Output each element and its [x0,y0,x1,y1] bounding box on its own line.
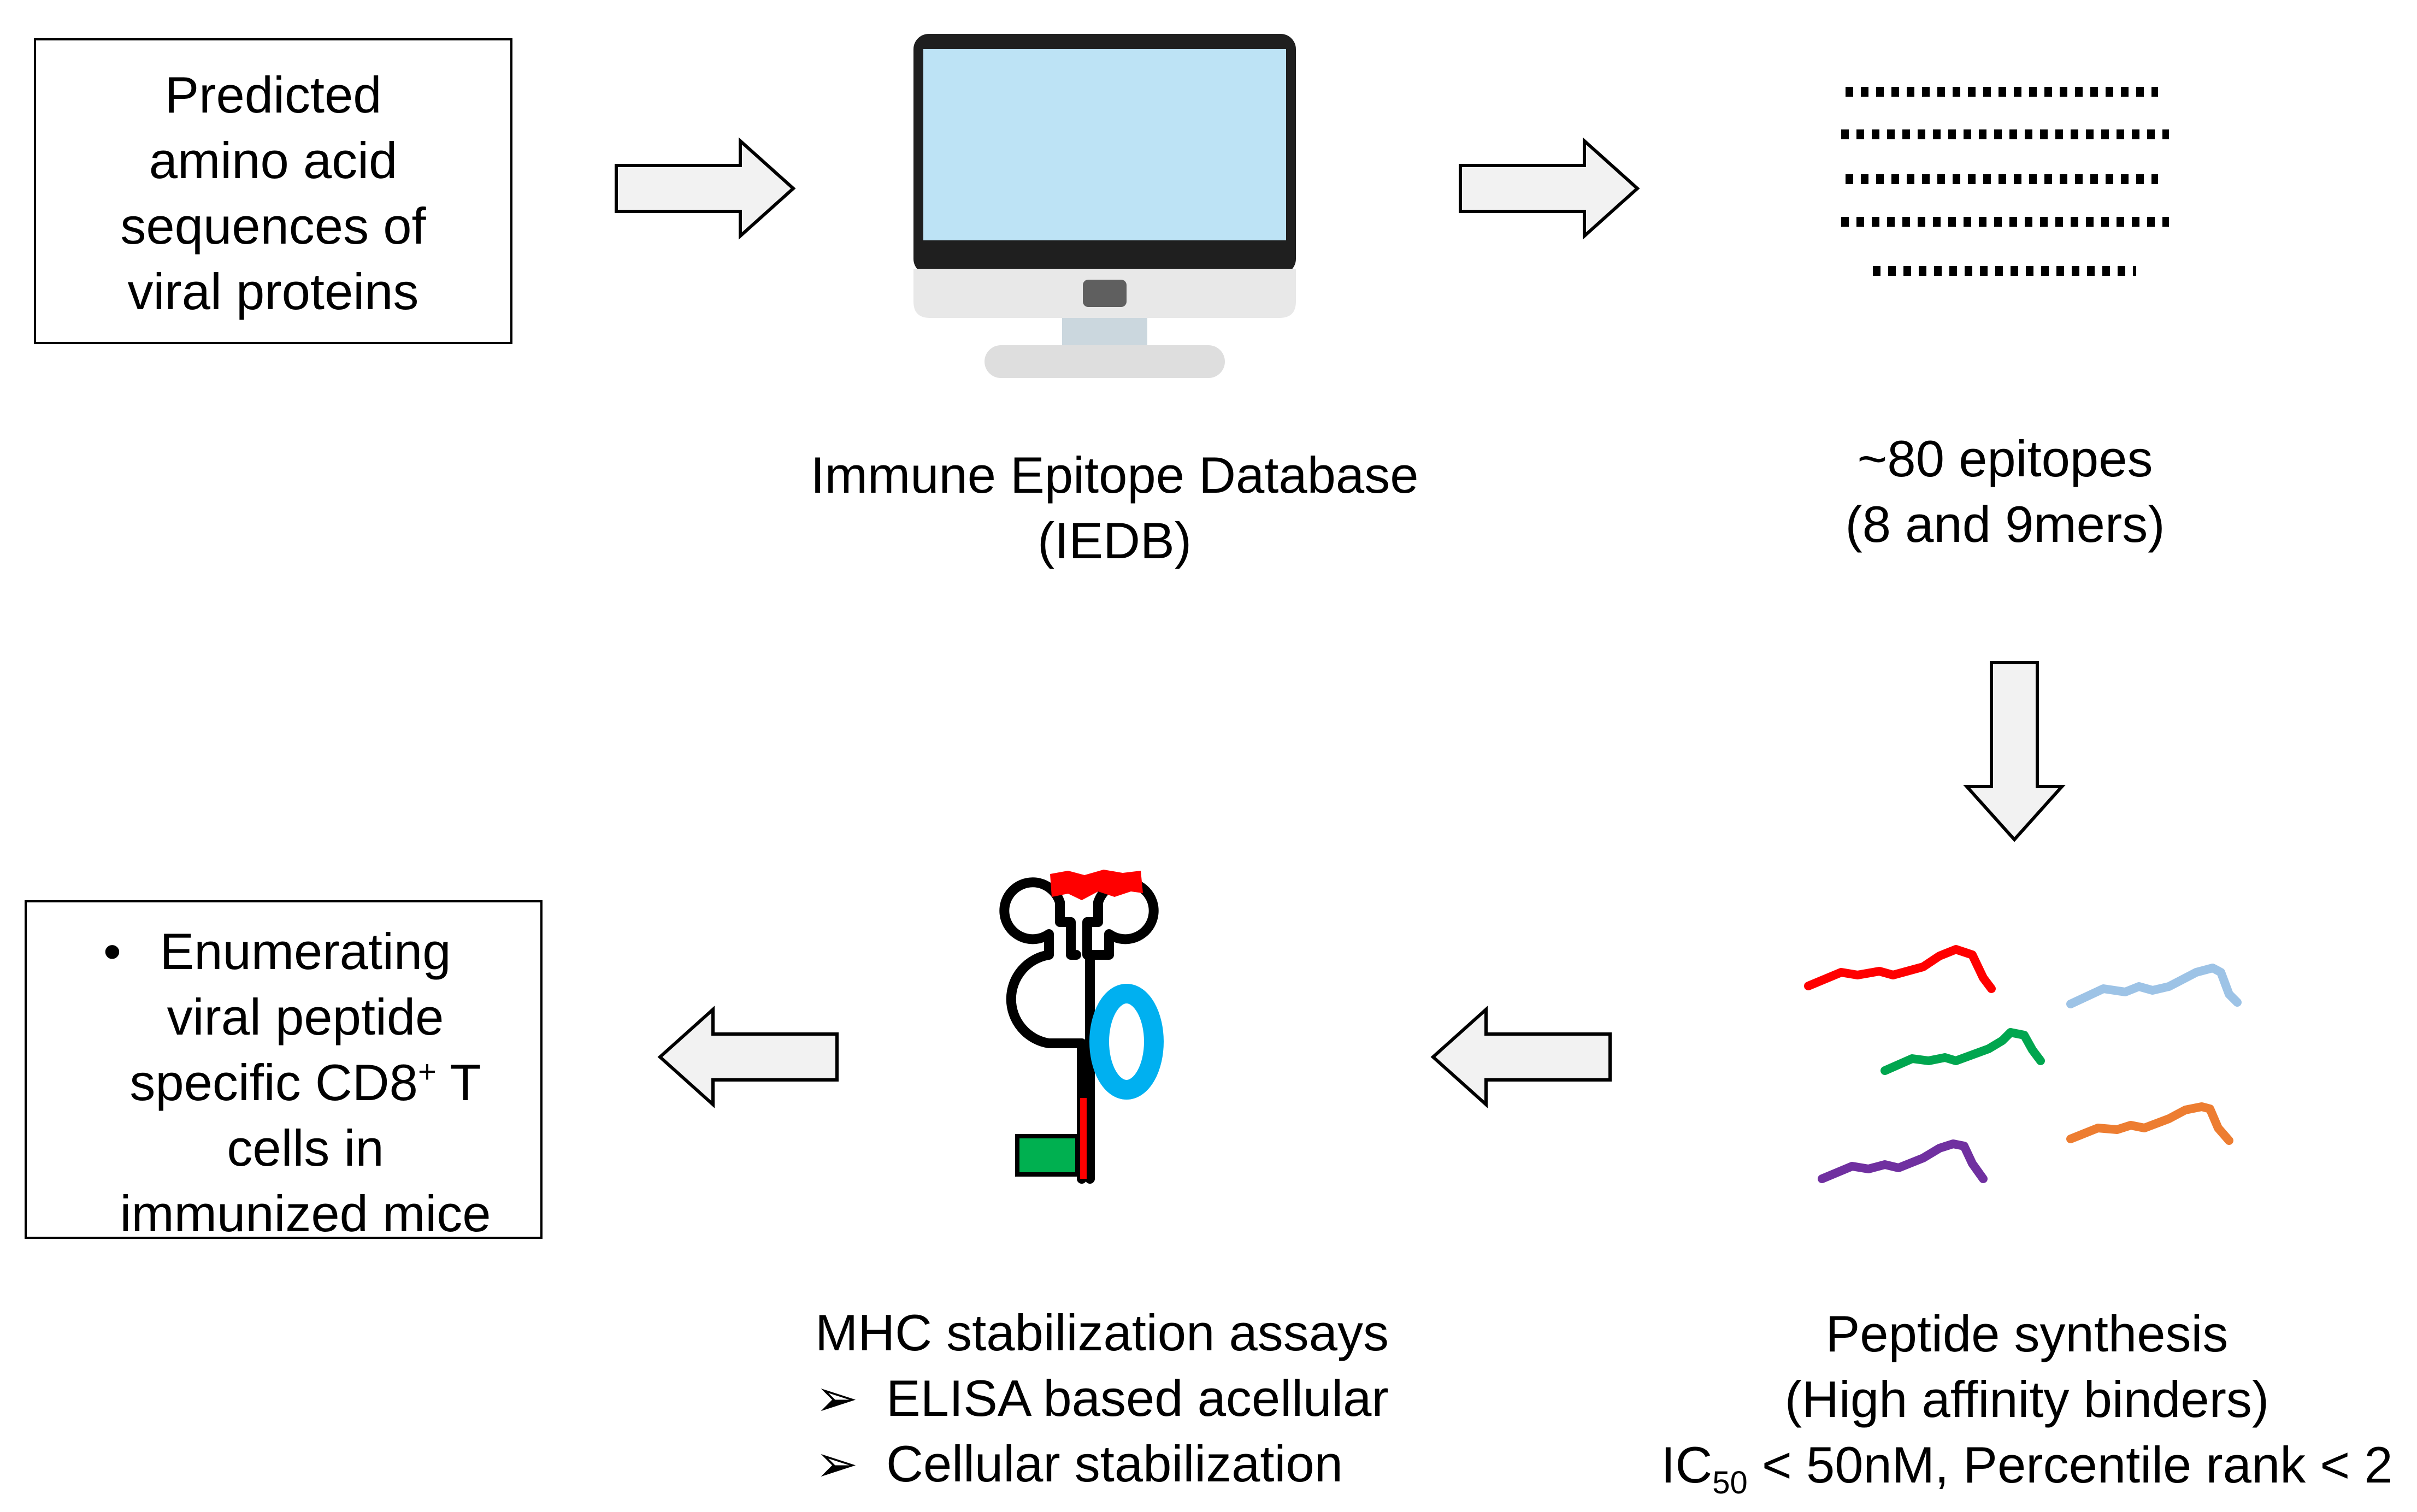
dotted-sequence-lines-icon [1841,87,2169,276]
mhc-molecule-icon [999,870,1164,1184]
mhc-peptide [1050,870,1143,900]
beta2m-ring [1089,984,1164,1100]
cd8-superscript: + [417,1054,437,1090]
peptide-chain-orange [2066,1102,2233,1145]
mhc-item-1-text: ELISA based acellular [886,1369,1389,1427]
input-line-4: viral proteins [127,263,419,320]
mhc-item-1: ➢ ELISA based acellular [815,1366,1389,1431]
output-bullet-icon: • [103,923,121,980]
iedb-label-2: (IEDB) [1037,512,1192,569]
output-line-3: specific CD8+ T [109,1050,502,1115]
epitopes-label-2: (8 and 9mers) [1845,495,2165,553]
mhc-item-2: ➢ Cellular stabilization [815,1431,1389,1497]
arrow-right-2 [1459,137,1640,240]
iedb-label-1: Immune Epitope Database [810,446,1419,504]
arrow-down [1963,661,2066,842]
computer-monitor-icon [913,34,1296,378]
mhc-title: MHC stabilization assays [815,1304,1389,1361]
arrow-bullet-icon: ➢ [815,1435,858,1492]
arrow-right-1 [615,137,796,240]
peptide-label-3: IC50 < 50nM, Percentile rank < 2 [1639,1432,2415,1498]
ic-subscript: 50 [1712,1464,1748,1501]
peptide-chain-purple [1818,1139,1988,1183]
arrow-left-2 [657,1006,839,1108]
ic-rest: < 50nM, Percentile rank < 2 [1747,1436,2393,1493]
input-line-2: amino acid [149,132,398,189]
peptide-label-2: (High affinity binders) [1784,1371,2269,1428]
peptide-chain-red [1804,945,1996,993]
input-line-3: sequences of [120,197,426,255]
output-box: Enumerating viral peptide specific CD8+ … [25,900,543,1242]
mhc-item-2-text: Cellular stabilization [886,1435,1343,1492]
output-line-1: Enumerating [160,923,451,980]
peptide-chain-light-blue [2066,964,2242,1008]
arrow-left-1 [1430,1006,1612,1108]
peptide-chains-icon [1804,945,2242,1183]
arrow-bullet-icon: ➢ [815,1369,858,1427]
peptide-label-1: Peptide synthesis [1825,1305,2229,1362]
mhc-tag [1015,1134,1080,1177]
ic-prefix: IC [1661,1436,1713,1493]
input-box: Predicted amino acid sequences of viral … [34,38,512,344]
input-line-1: Predicted [164,66,382,123]
output-line-2: viral peptide [167,988,444,1046]
peptide-chain-green [1880,1028,2045,1075]
epitopes-label-1: ~80 epitopes [1857,430,2153,487]
output-line-3a: specific CD8 [129,1054,418,1111]
output-line-3b: T [436,1054,481,1111]
output-line-4: cells in [227,1119,384,1177]
output-line-5: immunized mice [120,1185,491,1242]
